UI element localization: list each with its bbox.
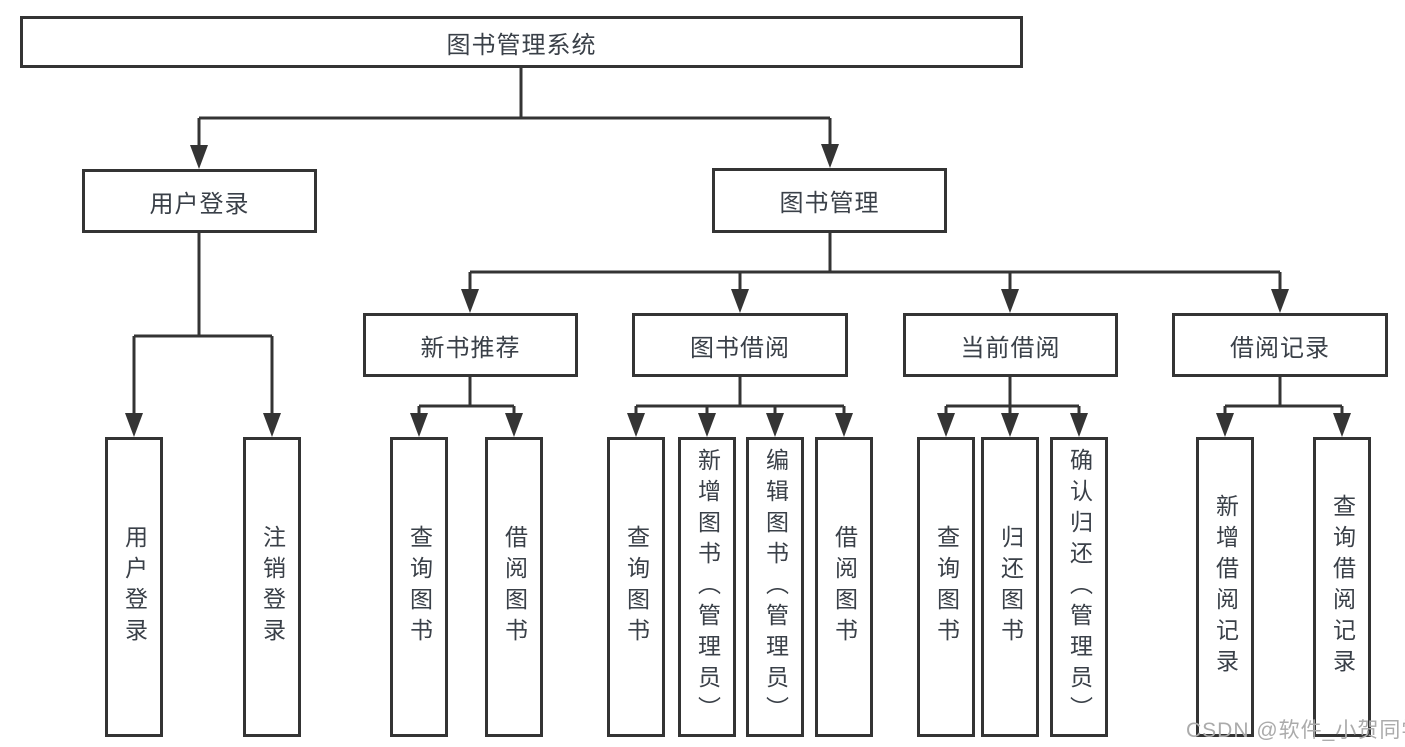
node-label: 新增图书（管理员） <box>694 447 721 727</box>
node-label: 图书管理 <box>779 190 880 217</box>
leaf-add-borrow-record: 新增借阅记录 <box>1196 437 1254 737</box>
leaf-borrow-books: 借阅图书 <box>815 437 873 737</box>
node-label: 用户登录 <box>149 190 250 218</box>
leaf-recommend-borrow-books: 借阅图书 <box>485 437 543 737</box>
node-label: 注销登录 <box>259 525 286 649</box>
node-root-system: 图书管理系统 <box>20 16 1023 68</box>
leaf-current-query-books: 查询图书 <box>917 437 975 737</box>
arrowheads <box>125 144 1351 437</box>
leaf-user-login: 用户登录 <box>105 437 163 737</box>
leaf-logout: 注销登录 <box>243 437 301 737</box>
node-label: 图书管理系统 <box>446 31 597 59</box>
leaf-edit-books-admin: 编辑图书（管理员） <box>746 437 804 737</box>
node-label: 确认归还（管理员） <box>1066 447 1093 727</box>
node-label: 借阅图书 <box>831 525 858 649</box>
leaf-borrow-query-books: 查询图书 <box>607 437 665 737</box>
node-label: 新增借阅记录 <box>1212 494 1239 680</box>
node-label: 新书推荐 <box>420 334 521 362</box>
node-label: 查询图书 <box>623 525 650 649</box>
node-label: 图书借阅 <box>690 334 790 362</box>
node-new-book-recommendation: 新书推荐 <box>363 313 578 377</box>
node-user-login: 用户登录 <box>82 169 317 233</box>
node-label: 借阅图书 <box>501 525 528 649</box>
leaf-recommend-query-books: 查询图书 <box>390 437 448 737</box>
node-label: 查询借阅记录 <box>1329 494 1356 680</box>
leaf-return-books: 归还图书 <box>981 437 1039 737</box>
leaf-query-borrow-record: 查询借阅记录 <box>1313 437 1371 737</box>
leaf-confirm-return-admin: 确认归还（管理员） <box>1050 437 1108 737</box>
node-label: 查询图书 <box>933 525 960 649</box>
node-label: 借阅记录 <box>1230 334 1330 362</box>
node-current-borrowing: 当前借阅 <box>903 313 1118 377</box>
node-label: 编辑图书（管理员） <box>762 447 789 727</box>
node-borrowing-records: 借阅记录 <box>1172 313 1388 377</box>
node-label: 归还图书 <box>997 525 1024 649</box>
leaf-add-books-admin: 新增图书（管理员） <box>678 437 736 737</box>
node-book-borrowing: 图书借阅 <box>632 313 848 377</box>
node-label: 查询图书 <box>406 525 433 649</box>
node-book-management: 图书管理 <box>712 168 947 233</box>
node-label: 用户登录 <box>121 525 148 649</box>
watermark-text: CSDN @软件_小贺同学 <box>1186 719 1405 742</box>
node-label: 当前借阅 <box>960 334 1061 362</box>
